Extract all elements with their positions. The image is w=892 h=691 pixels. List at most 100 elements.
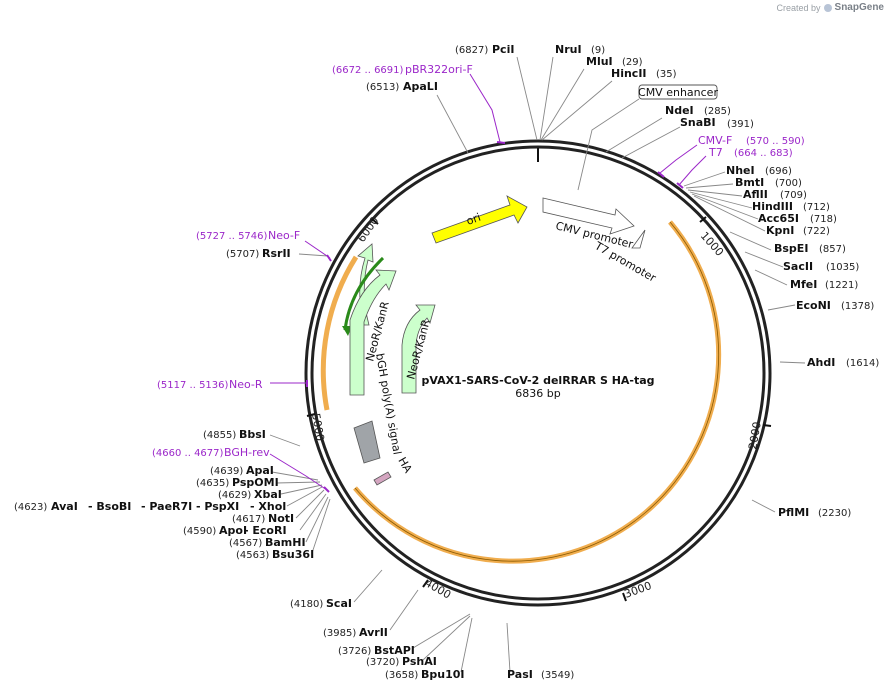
bgh-label: bGH poly(A) signal bbox=[373, 352, 404, 455]
site-pos-sacii: (1035) bbox=[826, 262, 859, 273]
site-pos-bpu10i: (3658) bbox=[385, 670, 418, 681]
site-ahdi: AhdI bbox=[807, 356, 835, 369]
site-xbai: XbaI bbox=[254, 488, 282, 501]
primer-t7: T7 bbox=[708, 146, 723, 159]
plasmid-size: 6836 bp bbox=[515, 387, 560, 400]
site-labels: (6827) PciI NruI (9) MluI (29) HincII (3… bbox=[14, 43, 879, 681]
site-hincii: HincII bbox=[611, 67, 647, 80]
credit-text: Created by bbox=[776, 2, 821, 13]
site-ndei: NdeI bbox=[665, 104, 694, 117]
primer-neo-f: Neo-F bbox=[268, 229, 300, 242]
site-apoi: ApoI bbox=[219, 524, 247, 537]
site-pos-xbai: (4629) bbox=[218, 490, 251, 501]
snapgene-credit: Created by SnapGene bbox=[777, 2, 885, 13]
site-bspei: BspEI bbox=[774, 242, 808, 255]
site-ecori: - EcoRI bbox=[244, 524, 287, 537]
site-pos-ahdi: (1614) bbox=[846, 358, 879, 369]
site-pos-acc65i: (718) bbox=[810, 214, 837, 225]
site-noti: NotI bbox=[268, 512, 294, 525]
primer-neo-r: Neo-R bbox=[229, 378, 263, 391]
tick-5000: 5000 bbox=[309, 412, 327, 442]
insert-arc-left bbox=[320, 255, 359, 411]
feature-cmv-promoter: CMV promoter T7 promoter bbox=[542, 197, 659, 285]
site-pos-nrui: (9) bbox=[591, 45, 605, 56]
site-pos-apoi: (4590) bbox=[183, 526, 216, 537]
primer-pos-bgh-rev: (4660 .. 4677) bbox=[152, 448, 224, 459]
primer-pos-neo-f: (5727 .. 5746) bbox=[196, 231, 268, 242]
site-apali: ApaLI bbox=[403, 80, 438, 93]
site-xhoi: - XhoI bbox=[250, 500, 286, 513]
ori-label: ori bbox=[465, 211, 483, 228]
site-pos-kpni: (722) bbox=[803, 226, 830, 237]
primer-pos-cmv-f: (570 .. 590) bbox=[746, 136, 805, 147]
site-snabi: SnaBI bbox=[680, 116, 716, 129]
site-bsu36i: Bsu36I bbox=[272, 548, 314, 561]
site-pos-avrii: (3985) bbox=[323, 628, 356, 639]
site-nrui: NruI bbox=[555, 43, 582, 56]
site-pos-scai: (4180) bbox=[290, 599, 323, 610]
primer-pbr322ori-f: pBR322ori-F bbox=[405, 63, 473, 76]
tick-3000: 3000 bbox=[623, 579, 654, 601]
site-bpu10i: Bpu10I bbox=[421, 668, 465, 681]
site-pos-mlui: (29) bbox=[622, 57, 643, 68]
site-mfei: MfeI bbox=[790, 278, 817, 291]
site-pos-noti: (4617) bbox=[232, 514, 265, 525]
primer-pos-t7: (664 .. 683) bbox=[734, 148, 793, 159]
site-kpni: KpnI bbox=[766, 224, 794, 237]
site-pos-pspomi: (4635) bbox=[196, 478, 229, 489]
site-pos-hincii: (35) bbox=[656, 69, 677, 80]
tick-6000: 6000 bbox=[355, 214, 382, 244]
site-pspomi: PspOMI bbox=[232, 476, 279, 489]
site-pos-bamhi: (4567) bbox=[229, 538, 262, 549]
site-pos-bsu36i: (4563) bbox=[236, 550, 269, 561]
site-pos-apai: (4639) bbox=[210, 466, 243, 477]
site-bsobi: - BsoBI bbox=[88, 500, 131, 513]
primer-pos-pbr322ori-f: (6672 .. 6691) bbox=[332, 65, 404, 76]
cmv-enhancer-box: CMV enhancer bbox=[577, 84, 718, 191]
site-leaders bbox=[269, 56, 806, 673]
primer-bgh-rev: BGH-rev bbox=[224, 446, 270, 459]
site-pspxi: - PspXI bbox=[196, 500, 239, 513]
site-pcii: PciI bbox=[492, 43, 514, 56]
site-pos-econi: (1378) bbox=[841, 301, 874, 312]
site-avrii: AvrII bbox=[359, 626, 388, 639]
site-bamhi: BamHI bbox=[265, 536, 306, 549]
site-hindiii: HindIII bbox=[752, 200, 793, 213]
site-pos-xhoi-row: (4623) bbox=[14, 502, 47, 513]
site-bstapi: BstAPI bbox=[374, 644, 415, 657]
site-pos-pcii: (6827) bbox=[455, 45, 488, 56]
site-pos-mfei: (1221) bbox=[825, 280, 858, 291]
site-pos-apali: (6513) bbox=[366, 82, 399, 93]
site-pos-snabi: (391) bbox=[727, 119, 754, 130]
site-mlui: MluI bbox=[586, 55, 613, 68]
site-paer7i: - PaeR7I bbox=[141, 500, 192, 513]
site-avai: AvaI bbox=[51, 500, 78, 513]
backbone bbox=[304, 139, 772, 607]
credit-brand: SnapGene bbox=[834, 2, 884, 13]
insert-arcs bbox=[320, 220, 722, 564]
site-pos-bbsi: (4855) bbox=[203, 430, 236, 441]
site-acc65i: Acc65I bbox=[758, 212, 799, 225]
primer-leaders bbox=[269, 73, 707, 493]
primer-labels: (6672 .. 6691) pBR322ori-F CMV-F (570 ..… bbox=[152, 63, 805, 459]
site-pasi: PasI bbox=[507, 668, 533, 681]
site-scai: ScaI bbox=[326, 597, 352, 610]
site-pos-ndei: (285) bbox=[704, 106, 731, 117]
site-pos-bspei: (857) bbox=[819, 244, 846, 255]
site-sacii: SacII bbox=[783, 260, 813, 273]
feature-ha: HA bbox=[373, 455, 415, 486]
site-bbsi: BbsI bbox=[239, 428, 266, 441]
site-pos-nhei: (696) bbox=[765, 166, 792, 177]
site-pos-pshai: (3720) bbox=[366, 657, 399, 668]
site-nhei: NheI bbox=[726, 164, 755, 177]
site-bmti: BmtI bbox=[735, 176, 764, 189]
plasmid-name: pVAX1-SARS-CoV-2 delRRAR S HA-tag bbox=[421, 374, 654, 387]
primer-pos-neo-r: (5117 .. 5136) bbox=[157, 380, 229, 391]
snapgene-logo-icon bbox=[823, 3, 832, 12]
ticks bbox=[306, 148, 772, 602]
site-pos-rsrii: (5707) bbox=[226, 249, 259, 260]
site-pshai: PshAI bbox=[402, 655, 437, 668]
site-pos-pflmi: (2230) bbox=[818, 508, 851, 519]
primer-cmv-f: CMV-F bbox=[698, 134, 732, 147]
ha-label: HA bbox=[395, 455, 414, 476]
